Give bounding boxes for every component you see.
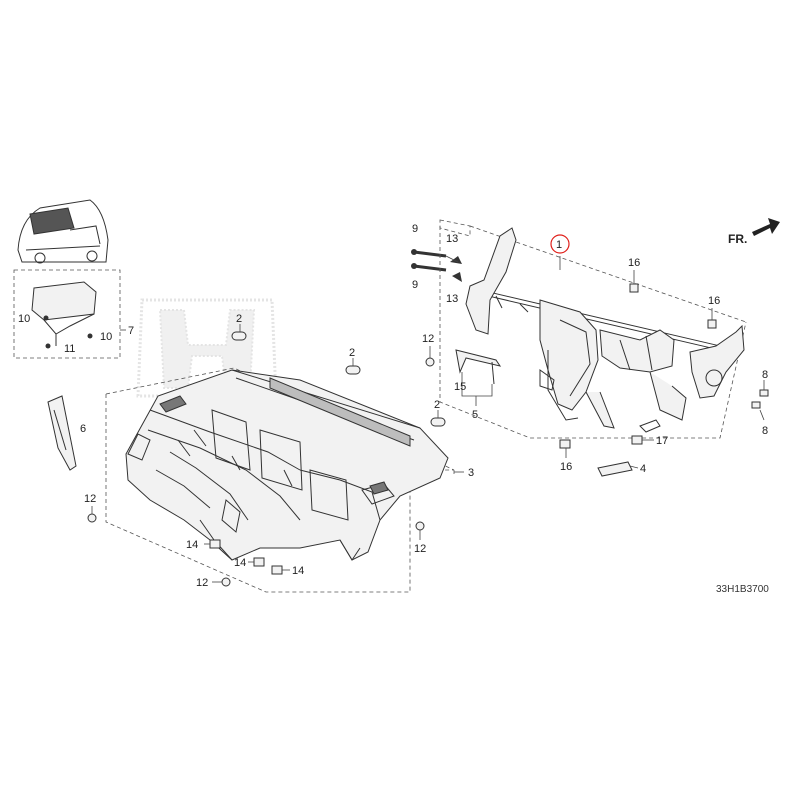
direction-arrow-icon: FR.: [728, 218, 780, 246]
callout-16: 16: [560, 461, 572, 473]
callout-13: 13: [446, 293, 458, 305]
diagram-code: 33H1B3700: [716, 584, 769, 595]
callout-8: 8: [762, 425, 768, 437]
bracket-group-5: [455, 349, 502, 406]
callout-2: 2: [434, 399, 440, 411]
steering-hanger-beam: [439, 219, 747, 439]
callout-10: 10: [100, 331, 112, 343]
callout-9: 9: [412, 223, 418, 235]
callout-2: 2: [349, 347, 355, 359]
callout-labels: 1 2 2 2 3 4 5 6 7 8 8 9 9 10 10 11 12 12…: [18, 223, 768, 589]
small-bracket-4: [597, 461, 639, 477]
callout-10: 10: [18, 313, 30, 325]
car-locator-icon: [17, 199, 109, 264]
callout-17: 17: [656, 435, 668, 447]
callout-5: 5: [472, 409, 478, 421]
callout-3: 3: [468, 467, 474, 479]
nut-parts-12: [87, 346, 435, 587]
callout-12: 12: [84, 493, 96, 505]
callout-12: 12: [422, 333, 434, 345]
callout-14: 14: [186, 539, 198, 551]
callout-9: 9: [412, 279, 418, 291]
dashboard-group: [105, 367, 464, 593]
bolt-parts-16-8-17: [559, 270, 769, 458]
callout-12: 12: [196, 577, 208, 589]
callout-2: 2: [236, 313, 242, 325]
callout-15: 15: [454, 381, 466, 393]
callout-1: 1: [556, 239, 562, 251]
callout-4: 4: [640, 463, 646, 475]
clip-parts-14: [204, 539, 290, 575]
direction-label: FR.: [728, 232, 747, 246]
callout-11: 11: [64, 343, 75, 355]
bolt-parts-9-13: [411, 249, 462, 282]
passenger-airbag-group: [13, 269, 126, 359]
callout-7: 7: [128, 325, 134, 337]
side-trim-part: [47, 395, 77, 471]
callout-6: 6: [80, 423, 86, 435]
callout-1-highlight: [550, 234, 570, 254]
callout-14: 14: [234, 557, 246, 569]
callout-13: 13: [446, 233, 458, 245]
callout-14: 14: [292, 565, 304, 577]
callout-16: 16: [628, 257, 640, 269]
callout-16: 16: [708, 295, 720, 307]
callout-12: 12: [414, 543, 426, 555]
clip-parts-2: [231, 324, 446, 427]
callout-8: 8: [762, 369, 768, 381]
